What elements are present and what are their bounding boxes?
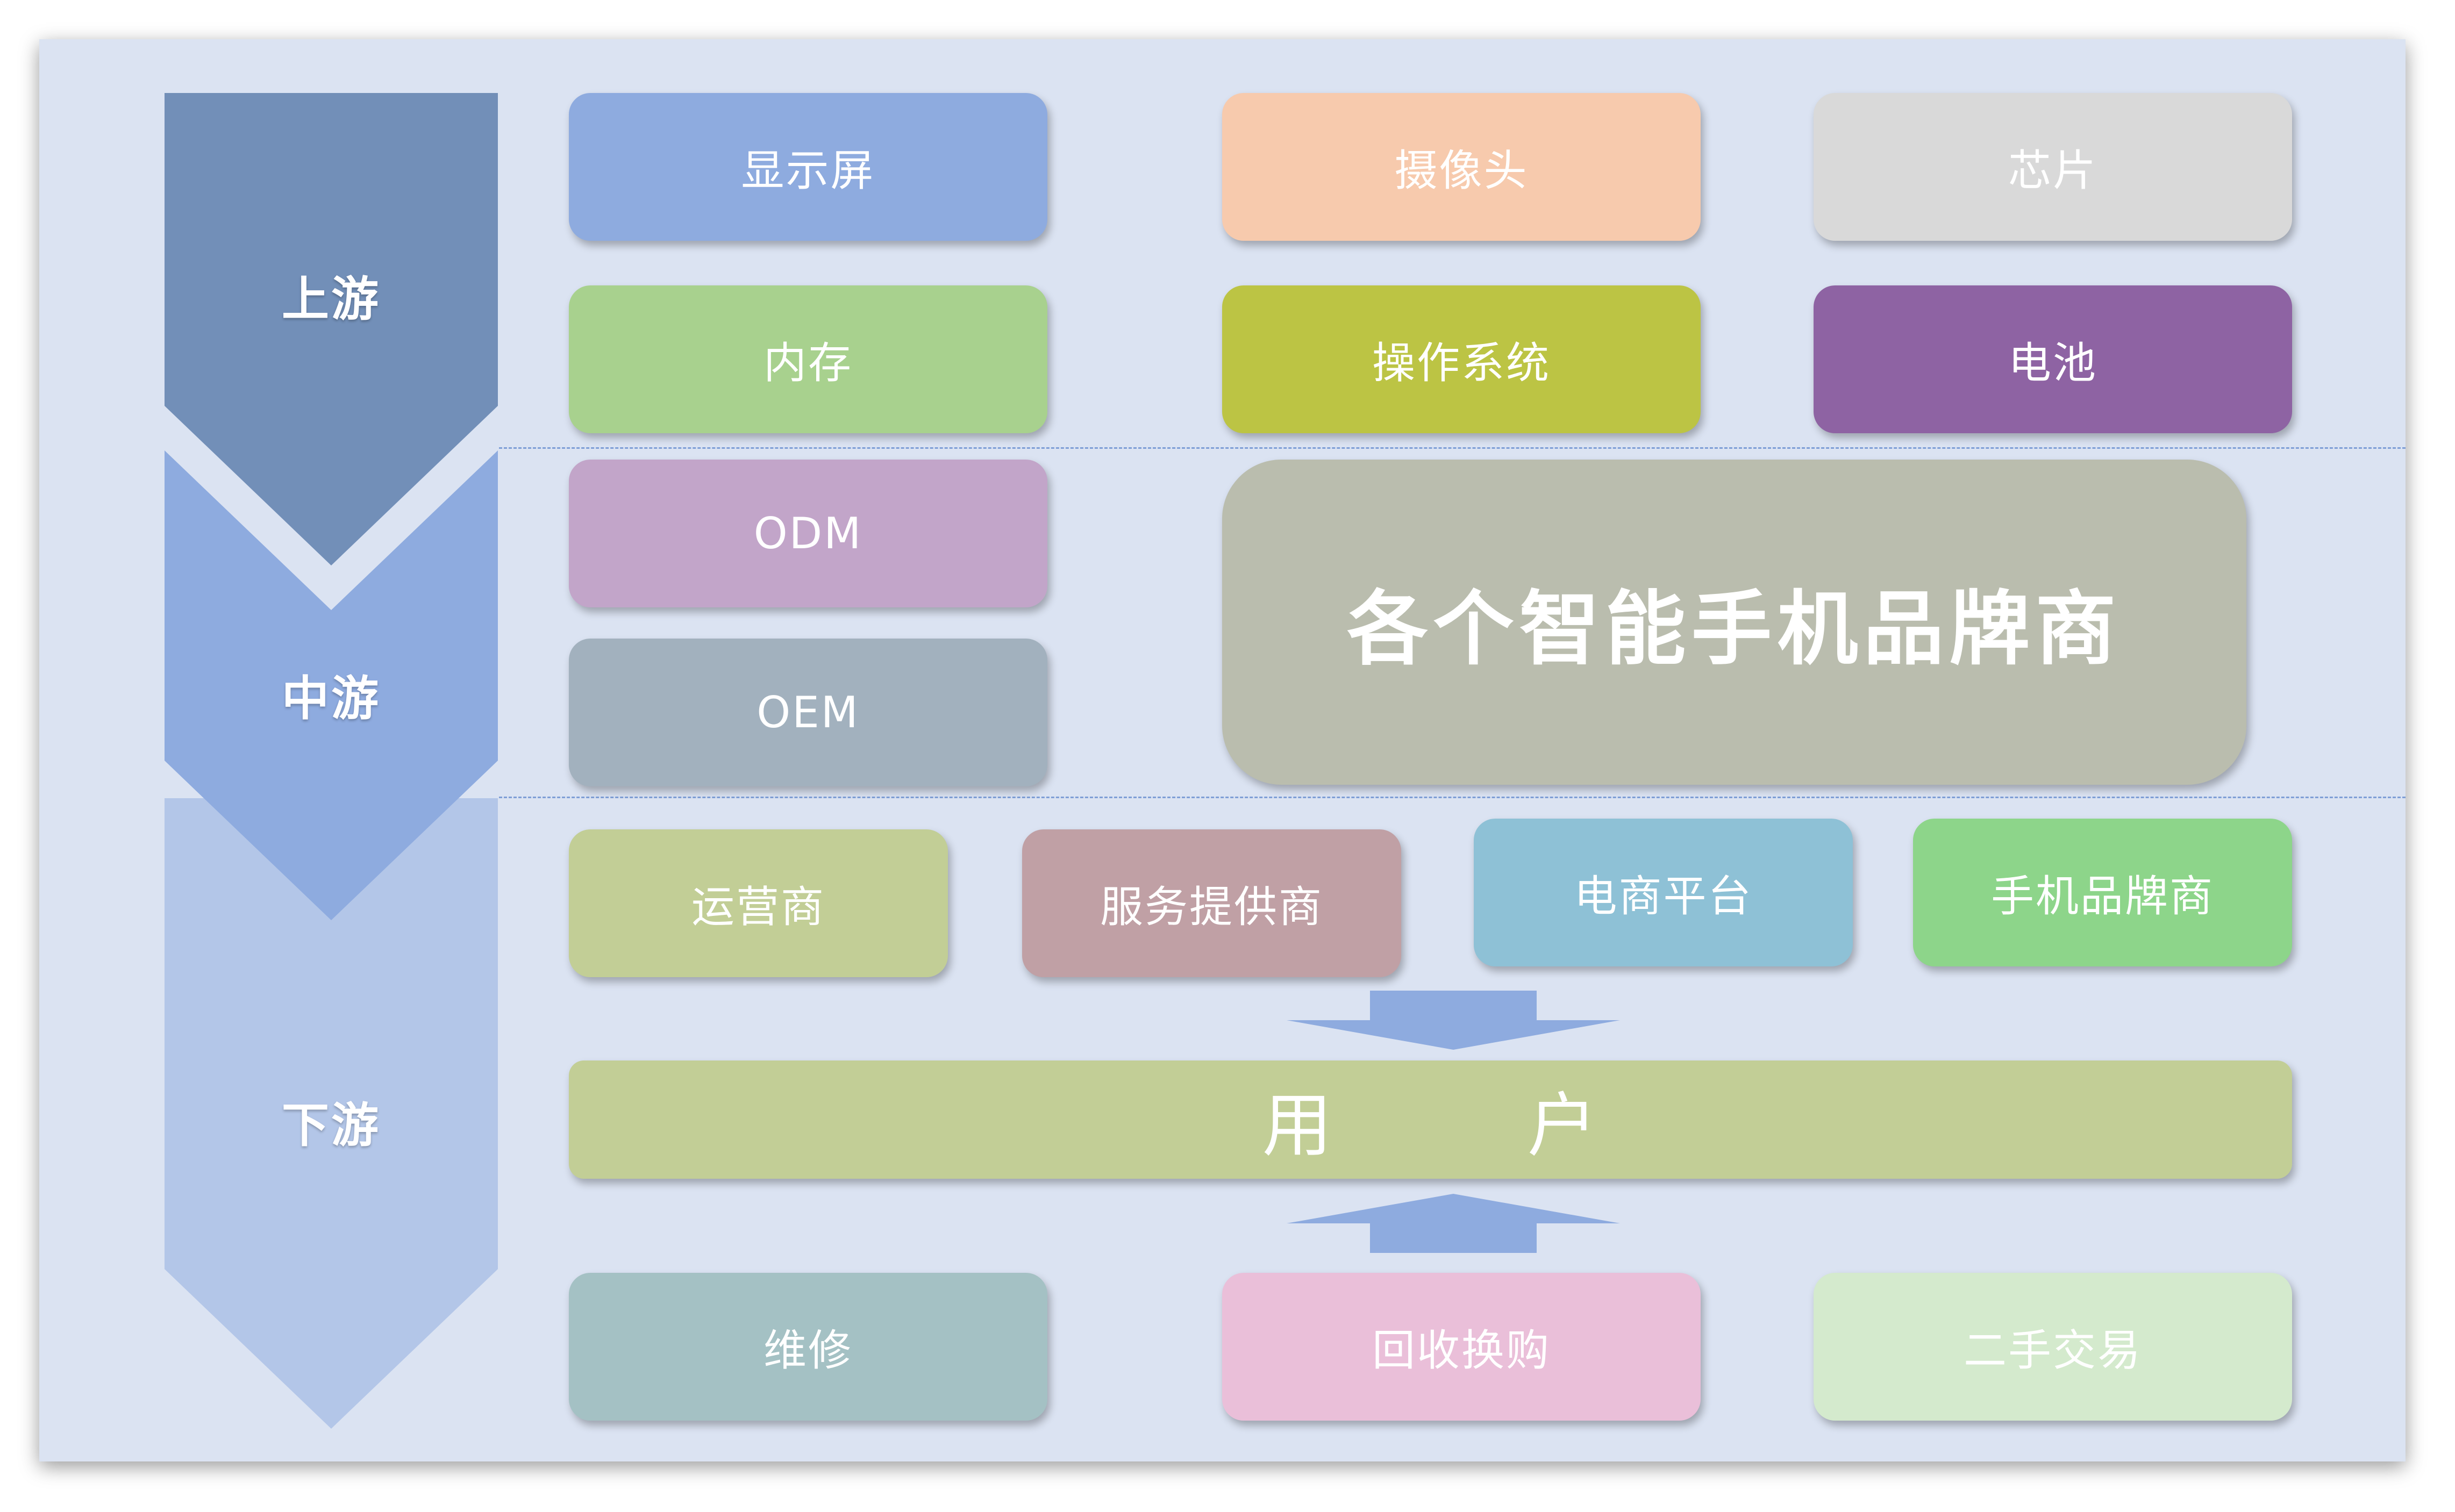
industry-chain-diagram: 上游 中游 下游 显示屏 摄像头 芯片 内存 操作系统 电池 ODM OEM 各… (39, 39, 2406, 1461)
smartphone-brands-box: 各个智能手机品牌商 (1222, 460, 2246, 785)
users-bar: 用 户 (569, 1060, 2292, 1179)
chip-box: 芯片 (1814, 93, 2292, 241)
recycle-tradein-box: 回收换购 (1222, 1273, 1701, 1421)
odm-box: ODM (569, 460, 1047, 607)
oem-box: OEM (569, 639, 1047, 786)
downstream-chevron (165, 798, 498, 1429)
service-provider-box: 服务提供商 (1022, 829, 1401, 977)
users-label-char-1: 用 (1262, 1085, 1334, 1166)
upstream-label: 上游 (281, 271, 381, 327)
midstream-chevron (165, 450, 498, 920)
arrow-up-icon (1287, 1194, 1620, 1253)
camera-box: 摄像头 (1222, 93, 1701, 241)
phone-brand-channel-box: 手机品牌商 (1913, 819, 2292, 966)
arrow-down-icon (1287, 991, 1620, 1050)
display-screen-box: 显示屏 (569, 93, 1047, 241)
memory-box: 内存 (569, 285, 1047, 433)
repair-box: 维修 (569, 1273, 1047, 1421)
downstream-label: 下游 (281, 1098, 381, 1153)
midstream-downstream-divider (499, 797, 2406, 798)
carrier-box: 运营商 (569, 829, 948, 977)
ecommerce-platform-box: 电商平台 (1474, 819, 1853, 966)
stage-chevrons (165, 93, 498, 1429)
upstream-midstream-divider (499, 447, 2406, 449)
second-hand-trade-box: 二手交易 (1814, 1273, 2292, 1421)
users-label-char-2: 户 (1527, 1085, 1599, 1166)
battery-box: 电池 (1814, 285, 2292, 433)
upstream-chevron (165, 93, 498, 565)
midstream-label: 中游 (281, 671, 381, 726)
operating-system-box: 操作系统 (1222, 285, 1701, 433)
